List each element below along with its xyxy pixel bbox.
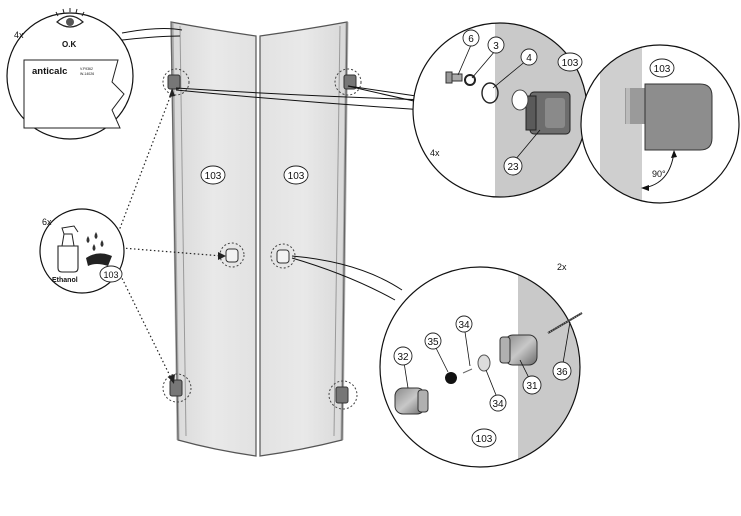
part-103-label-angle: 103 — [649, 58, 675, 78]
part-34-label-bottom: 34 — [489, 394, 507, 412]
spray-bottle-icon — [57, 225, 79, 273]
screw-bolt-part — [547, 312, 583, 334]
svg-text:103: 103 — [205, 171, 222, 182]
svg-text:35: 35 — [427, 337, 439, 348]
svg-text:2x: 2x — [557, 262, 567, 272]
svg-text:6x: 6x — [42, 217, 52, 227]
svg-text:103: 103 — [103, 270, 118, 280]
part-34-label-top: 34 — [455, 315, 473, 333]
part-6-label: 6 — [462, 29, 480, 47]
svg-text:90°: 90° — [652, 169, 666, 179]
svg-text:36: 36 — [556, 367, 568, 378]
part-36-label: 36 — [552, 361, 572, 381]
part-31-label: 31 — [522, 375, 542, 395]
angle-detail-bubble: 103 90° — [580, 44, 740, 204]
svg-text:3: 3 — [493, 41, 499, 52]
svg-text:6: 6 — [468, 34, 474, 45]
part-23-label: 23 — [503, 156, 523, 176]
eye-icon — [55, 8, 85, 28]
svg-text:103: 103 — [562, 58, 579, 69]
hinge-top-left — [162, 68, 190, 96]
anticalc-bubble: 4x O.K anticalc V.F9362 W-14026 — [6, 8, 134, 140]
screw-part — [445, 71, 463, 84]
svg-text:4x: 4x — [14, 30, 24, 40]
part-35-label: 35 — [424, 332, 442, 350]
black-washer-part — [445, 372, 457, 384]
part-103-label-knob: 103 — [471, 428, 497, 448]
part-32-label: 32 — [393, 346, 413, 366]
clear-washer-part — [477, 354, 491, 372]
svg-text:103: 103 — [476, 434, 493, 445]
hinge-block — [525, 91, 571, 135]
svg-text:Ethanol: Ethanol — [52, 277, 78, 284]
svg-text:103: 103 — [654, 64, 671, 75]
svg-text:32: 32 — [397, 352, 409, 363]
part-4-label: 4 — [520, 48, 538, 66]
svg-text:V.F9362: V.F9362 — [80, 67, 93, 71]
hinge-top-right — [334, 68, 362, 96]
seal-ring-part — [481, 82, 499, 104]
cloth-icon — [86, 253, 112, 266]
svg-text:103: 103 — [288, 171, 305, 182]
svg-text:4x: 4x — [430, 148, 440, 158]
svg-text:34: 34 — [458, 320, 470, 331]
knob-inner-part — [499, 334, 538, 366]
svg-text:O.K: O.K — [62, 40, 76, 49]
arrowheads — [168, 88, 226, 384]
drops-icon — [86, 232, 104, 251]
svg-text:W-14026: W-14026 — [80, 72, 94, 76]
part-3-label: 3 — [487, 36, 505, 54]
hinge-bottom-right — [328, 380, 358, 410]
cleaning-pointer-lines — [114, 91, 223, 381]
svg-text:31: 31 — [526, 381, 538, 392]
knob-outer-part — [394, 387, 429, 415]
ethanol-bubble: 6x Ethanol 103 — [39, 208, 125, 294]
svg-text:23: 23 — [507, 162, 519, 173]
left-glass-panel — [170, 21, 257, 457]
left-panel-part-label: 103 — [200, 165, 226, 185]
knob-detail-bubble: 2x 32 35 34 34 31 36 103 — [379, 262, 583, 468]
hinge-detail-bubble: 6 3 4 103 23 4x — [412, 22, 588, 198]
part-103-label: 103 — [557, 52, 583, 72]
hinge-bottom-left — [162, 373, 192, 403]
svg-text:anticalc: anticalc — [32, 66, 67, 77]
svg-text:4: 4 — [526, 53, 532, 64]
svg-text:34: 34 — [492, 399, 504, 410]
right-panel-part-label: 103 — [283, 165, 309, 185]
right-glass-panel — [259, 21, 349, 457]
